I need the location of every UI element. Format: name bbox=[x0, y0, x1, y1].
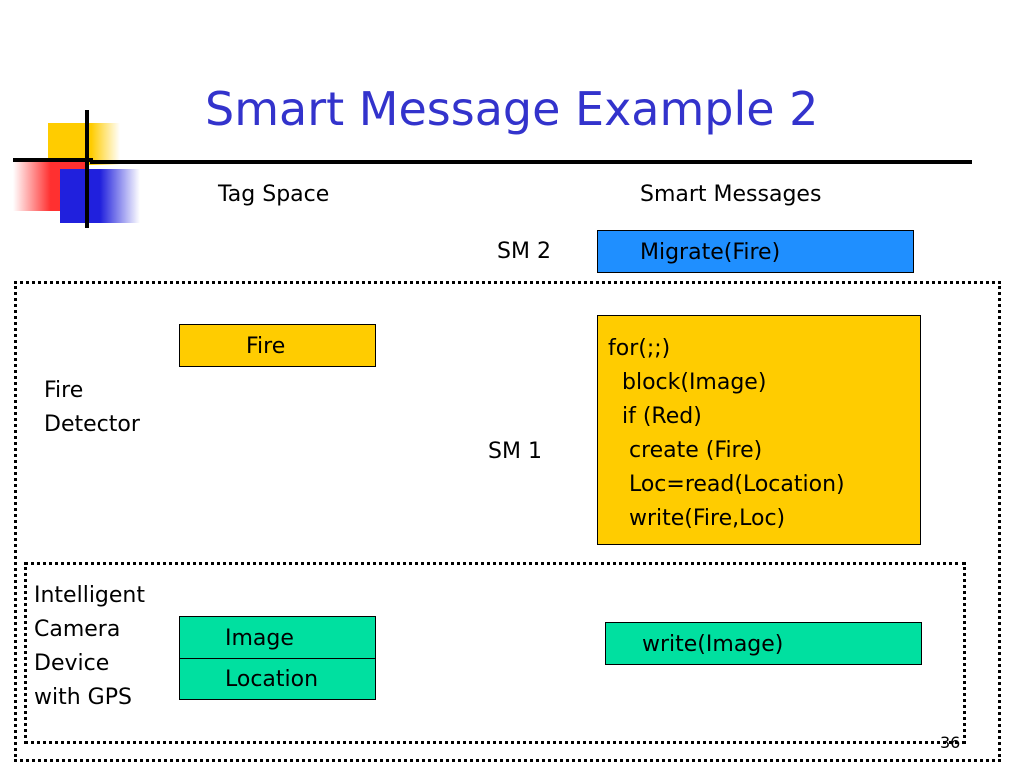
camera-region bbox=[24, 562, 966, 744]
sm2-label: SM 2 bbox=[497, 239, 551, 264]
sm1-code-box: for(;;) block(Image) if (Red) create (Fi… bbox=[597, 315, 921, 545]
decorative-logo bbox=[13, 110, 140, 228]
sm1-code-line: create (Fire) bbox=[608, 438, 763, 463]
sm1-code-line: Loc=read(Location) bbox=[608, 472, 845, 497]
sm1-code-line: block(Image) bbox=[608, 370, 767, 395]
title-underline bbox=[90, 160, 972, 164]
slide-title: Smart Message Example 2 bbox=[205, 82, 819, 136]
smart-messages-header: Smart Messages bbox=[640, 182, 822, 207]
location-tag: Location bbox=[179, 658, 376, 700]
image-tag-label: Image bbox=[225, 626, 294, 651]
camera-device-label: Intelligent Camera Device with GPS bbox=[34, 579, 145, 715]
camera-label-line: Device bbox=[34, 651, 110, 676]
sm1-code-line: if (Red) bbox=[608, 404, 702, 429]
page-number: 36 bbox=[940, 733, 961, 752]
tag-space-header: Tag Space bbox=[218, 182, 330, 207]
fire-detector-label-line2: Detector bbox=[44, 412, 140, 437]
sm1-code-line: write(Fire,Loc) bbox=[608, 506, 786, 531]
fire-detector-label-line1: Fire bbox=[44, 378, 84, 403]
logo-horizontal-bar bbox=[13, 158, 93, 162]
sm2-message-box: Migrate(Fire) bbox=[597, 230, 914, 273]
sm1-code-line: for(;;) bbox=[608, 336, 671, 361]
write-image-code: write(Image) bbox=[642, 632, 784, 657]
write-image-message-box: write(Image) bbox=[605, 622, 922, 665]
image-tag: Image bbox=[179, 616, 376, 659]
sm1-label: SM 1 bbox=[488, 439, 542, 464]
camera-label-line: Intelligent bbox=[34, 583, 145, 608]
fire-tag-label: Fire bbox=[246, 334, 286, 359]
fire-detector-label: Fire Detector bbox=[44, 374, 140, 442]
location-tag-label: Location bbox=[225, 667, 319, 692]
logo-blue-square bbox=[60, 169, 140, 223]
logo-vertical-bar bbox=[85, 110, 89, 228]
camera-label-line: with GPS bbox=[34, 685, 132, 710]
fire-tag: Fire bbox=[179, 324, 376, 367]
sm2-code: Migrate(Fire) bbox=[640, 240, 781, 265]
camera-label-line: Camera bbox=[34, 617, 121, 642]
fire-detector-region bbox=[14, 281, 1001, 762]
